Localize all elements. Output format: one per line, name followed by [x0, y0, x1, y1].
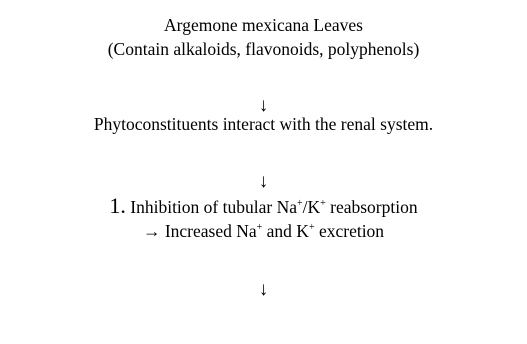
- point-1-text-b: /K: [302, 197, 321, 217]
- superscript-plus: +: [296, 198, 303, 209]
- down-arrow-icon: ↓: [258, 95, 269, 116]
- point-1-line-2-c: excretion: [314, 221, 385, 241]
- superscript-plus: +: [308, 222, 315, 233]
- title-line-2: (Contain alkaloids, flavonoids, polyphen…: [107, 39, 420, 59]
- down-arrow-icon: ↓: [258, 279, 269, 300]
- superscript-plus: +: [256, 222, 263, 233]
- point-1-text-a: Inhibition of tubular Na: [125, 197, 297, 217]
- point-1-line-2-a: → Increased Na: [142, 221, 257, 241]
- superscript-plus: +: [320, 198, 326, 209]
- point-1-number: 1.: [109, 193, 126, 218]
- point-1-line-2-b: and K: [262, 221, 309, 241]
- step-phytoconstituents: Phytoconstituents interact with the rena…: [93, 114, 434, 134]
- point-1-line-1: 1. Inhibition of tubular Na+/K+ reabsorp…: [0, 193, 527, 218]
- title-line-1: Argemone mexicana Leaves: [164, 15, 363, 35]
- down-arrow-icon: ↓: [258, 171, 269, 192]
- point-1-text-c: reabsorption: [325, 197, 418, 217]
- point-1-line-2: → Increased Na+ and K+ excretion: [0, 221, 527, 241]
